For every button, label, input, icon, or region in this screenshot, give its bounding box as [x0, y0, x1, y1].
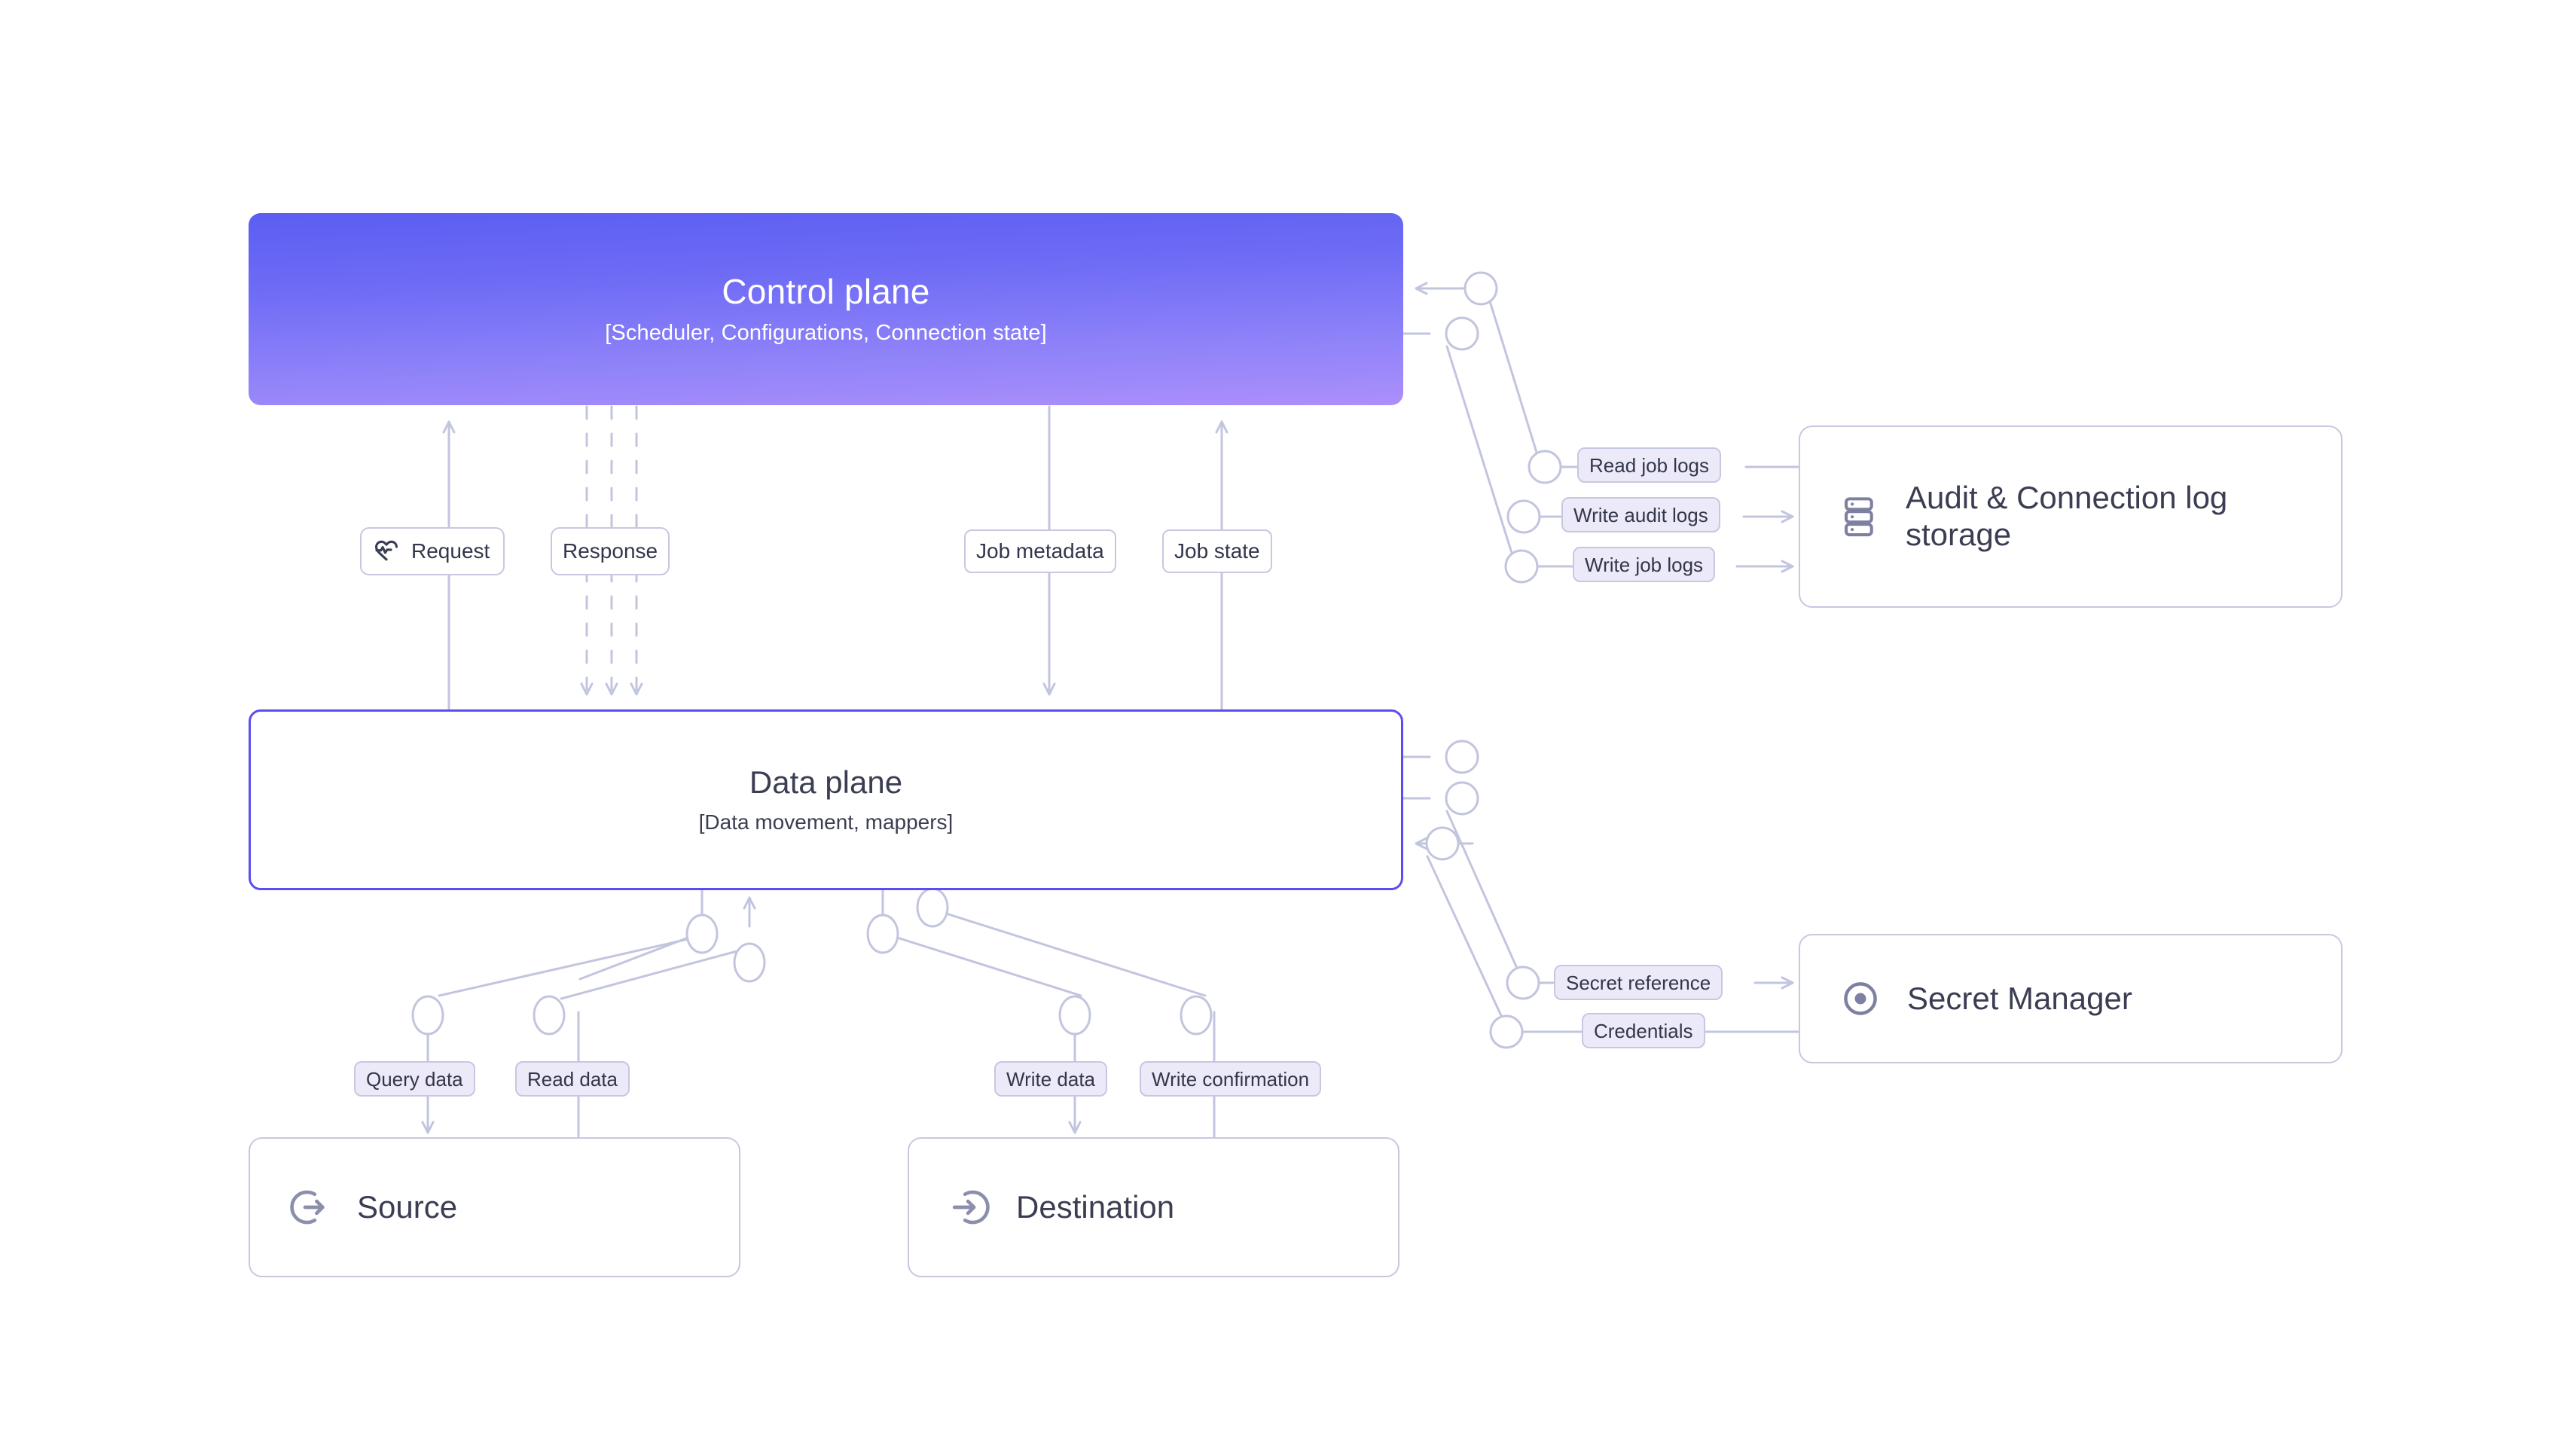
edge-port-circle	[1528, 450, 1562, 484]
data-plane-node[interactable]: Data plane [Data movement, mappers]	[249, 709, 1403, 890]
edge-label-secret-reference[interactable]: Secret reference	[1554, 965, 1723, 1000]
edge-port-circle	[533, 995, 566, 1036]
edge-label-credentials-text: Credentials	[1594, 1019, 1693, 1042]
edge-label-write-audit-logs-text: Write audit logs	[1573, 503, 1708, 526]
control-plane-subtitle: [Scheduler, Configurations, Connection s…	[605, 321, 1047, 346]
pulse-heart-icon	[372, 537, 401, 566]
edge-port-circle	[1180, 995, 1213, 1036]
audit-log-storage-node[interactable]: Audit & Connection log storage	[1799, 426, 2343, 608]
arrow-circle-out-icon	[289, 1186, 331, 1228]
edge-label-job-metadata[interactable]: Job metadata	[964, 529, 1116, 573]
control-plane-node[interactable]: Control plane [Scheduler, Configurations…	[249, 213, 1403, 405]
edge-label-job-state[interactable]: Job state	[1162, 529, 1272, 573]
edge-port-circle	[866, 914, 899, 954]
edge-label-request-text: Request	[411, 539, 490, 563]
edge-label-write-confirmation-text: Write confirmation	[1152, 1067, 1310, 1091]
source-node[interactable]: Source	[249, 1137, 740, 1277]
edge-port-circle	[1504, 549, 1539, 584]
edge-label-write-data-text: Write data	[1006, 1067, 1096, 1091]
edge-label-job-metadata-text: Job metadata	[976, 539, 1104, 563]
edge-label-credentials[interactable]: Credentials	[1582, 1013, 1705, 1048]
edge-label-read-job-logs[interactable]: Read job logs	[1577, 447, 1721, 483]
secret-manager-node[interactable]: Secret Manager	[1799, 934, 2343, 1063]
edge-label-request[interactable]: Request	[360, 527, 505, 575]
edge-label-write-audit-logs[interactable]: Write audit logs	[1561, 497, 1720, 532]
edge-port-circle	[411, 995, 444, 1036]
edge-port-circle	[916, 887, 949, 928]
edge-label-secret-reference-text: Secret reference	[1566, 971, 1711, 994]
edge-label-read-data[interactable]: Read data	[515, 1061, 630, 1097]
destination-label: Destination	[1016, 1188, 1175, 1225]
arrow-circle-in-icon	[948, 1186, 990, 1228]
edge-label-response[interactable]: Response	[551, 527, 670, 575]
server-stack-icon	[1839, 493, 1880, 540]
destination-node[interactable]: Destination	[908, 1137, 1399, 1277]
eye-target-icon	[1839, 978, 1882, 1020]
edge-port-circle	[1463, 271, 1498, 306]
edge-port-circle	[1445, 781, 1479, 816]
edge-port-circle	[1425, 826, 1460, 861]
edge-port-circle	[1506, 499, 1541, 534]
edge-port-circle	[1489, 1014, 1524, 1049]
edge-label-response-text: Response	[563, 539, 658, 563]
edge-label-job-state-text: Job state	[1174, 539, 1260, 563]
control-plane-title: Control plane	[722, 271, 930, 311]
edge-label-query-data[interactable]: Query data	[354, 1061, 475, 1097]
edge-label-write-data[interactable]: Write data	[994, 1061, 1108, 1097]
edge-label-write-job-logs-text: Write job logs	[1585, 553, 1704, 576]
edge-label-write-confirmation[interactable]: Write confirmation	[1140, 1061, 1322, 1097]
source-label: Source	[357, 1188, 458, 1225]
edge-port-circle	[1506, 966, 1540, 1000]
edge-port-circle	[1058, 995, 1091, 1036]
edge-label-write-job-logs[interactable]: Write job logs	[1573, 547, 1716, 582]
edge-label-read-data-text: Read data	[527, 1067, 618, 1091]
data-plane-title: Data plane	[749, 764, 903, 800]
edge-port-circle	[685, 914, 719, 954]
edge-label-read-job-logs-text: Read job logs	[1589, 453, 1709, 477]
edge-port-circle	[1445, 316, 1479, 351]
edge-port-circle	[1445, 740, 1479, 774]
edge-label-query-data-text: Query data	[366, 1067, 463, 1091]
secret-manager-label: Secret Manager	[1907, 980, 2132, 1016]
edge-port-circle	[733, 942, 766, 983]
audit-log-storage-label: Audit & Connection log storage	[1906, 480, 2228, 552]
data-plane-subtitle: [Data movement, mappers]	[698, 810, 954, 834]
